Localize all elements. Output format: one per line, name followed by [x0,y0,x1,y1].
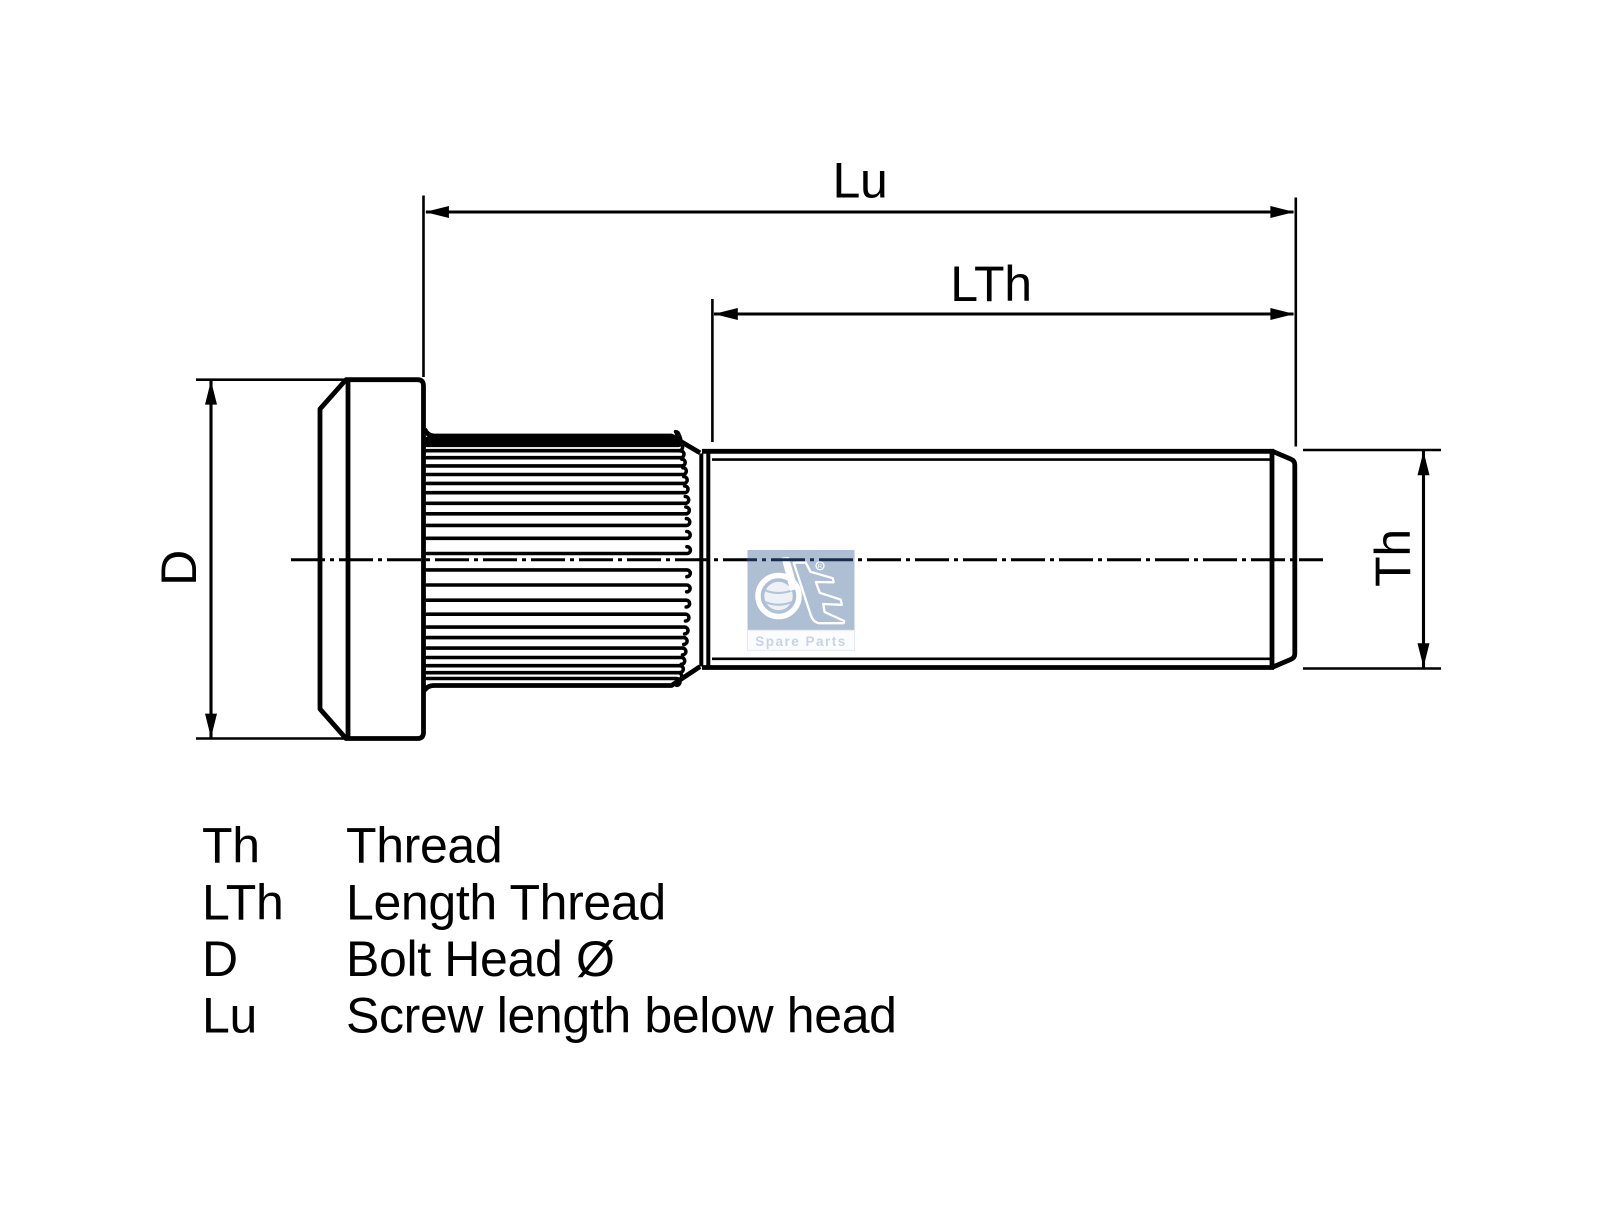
svg-text:Lu: Lu [202,988,257,1044]
svg-text:Lu: Lu [833,153,888,209]
svg-text:Th: Th [1365,529,1421,587]
svg-text:Thread: Thread [346,818,502,874]
svg-text:Bolt Head Ø: Bolt Head Ø [346,931,615,987]
svg-text:D: D [202,931,238,987]
svg-text:Th: Th [202,818,260,874]
svg-text:LTh: LTh [202,875,283,931]
svg-text:Screw length below head: Screw length below head [346,988,897,1044]
svg-text:LTh: LTh [950,256,1031,312]
svg-text:Spare Parts: Spare Parts [755,634,847,649]
svg-text:R: R [818,564,822,570]
svg-text:Length Thread: Length Thread [346,875,666,931]
svg-text:D: D [151,550,207,586]
